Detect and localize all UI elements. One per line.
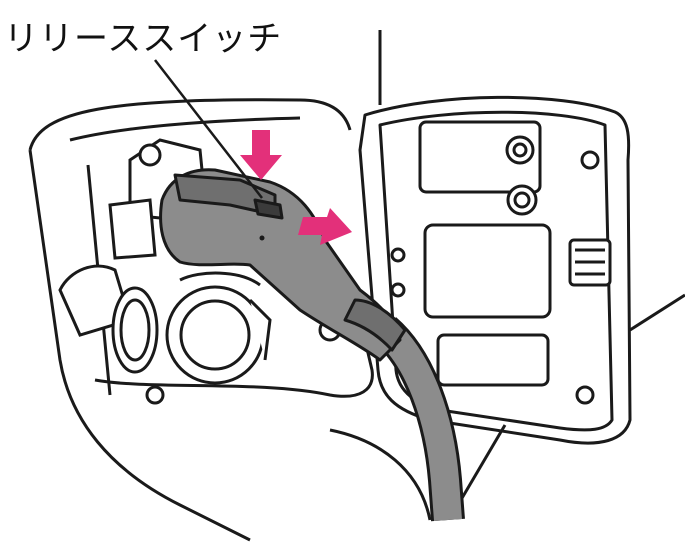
- port-assembly: [58, 138, 342, 405]
- lid-latch: [568, 238, 612, 287]
- port-guard-wire: [94, 339, 374, 398]
- body-panel-lines: [329, 293, 685, 521]
- charging-port-recess: [28, 30, 382, 542]
- arrow-right-icon: [298, 208, 352, 245]
- callout-leader-line: [154, 59, 263, 199]
- release-switch-label: リリーススイッチ: [4, 19, 283, 59]
- charging-connector: [159, 168, 407, 362]
- arrow-down-icon: [240, 130, 282, 180]
